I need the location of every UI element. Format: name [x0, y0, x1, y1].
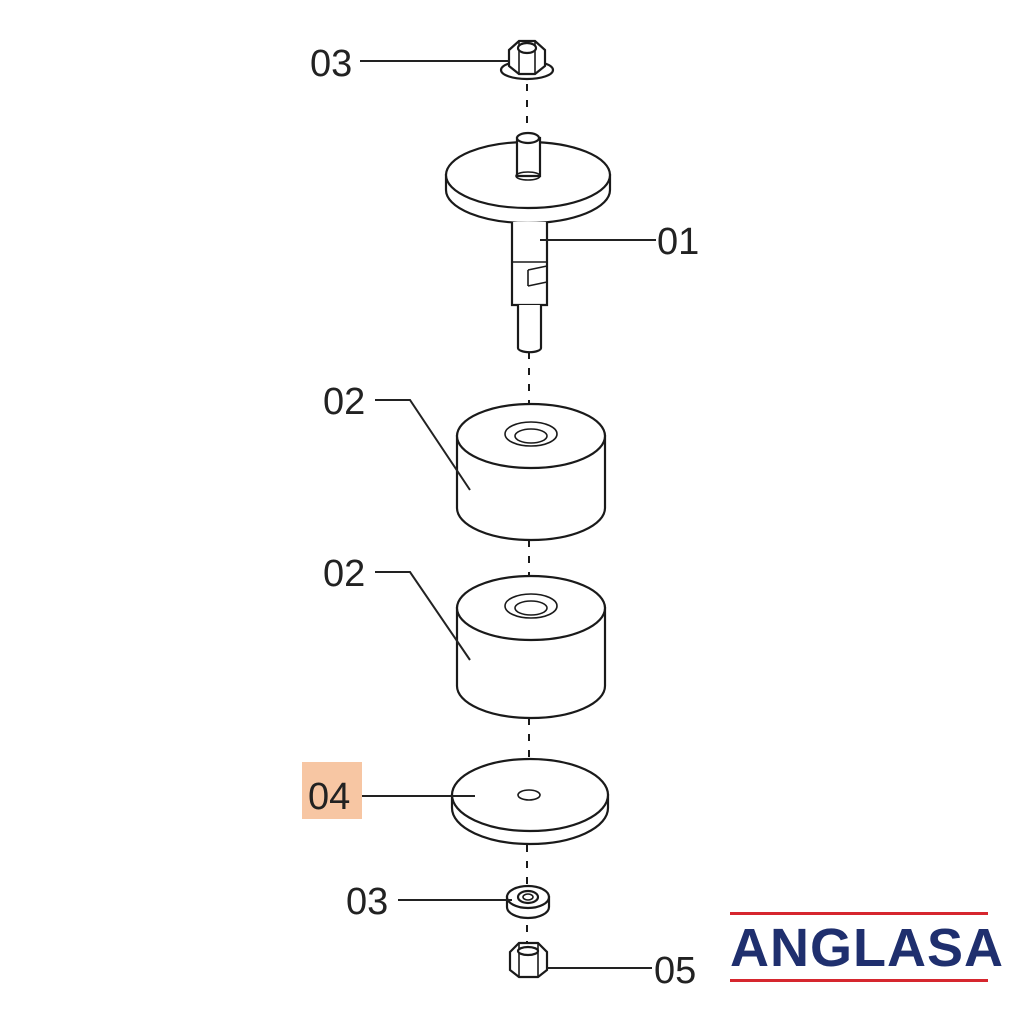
hex-nut [508, 941, 549, 979]
shaft-with-disc [444, 131, 612, 354]
flange-nut-top [499, 39, 555, 81]
brand-logo: ANGLASA [730, 912, 1004, 984]
label-hex-nut: 05 [654, 950, 696, 992]
label-bushing-upper: 02 [323, 381, 365, 423]
label-nut-top: 03 [310, 43, 352, 85]
flat-washer [450, 757, 610, 846]
label-bushing-lower: 02 [323, 553, 365, 595]
label-washer: 04 [308, 776, 350, 818]
brand-name: ANGLASA [730, 918, 1004, 978]
label-highlight-box [302, 762, 362, 819]
brand-rule-top [730, 912, 988, 915]
label-nut-bottom: 03 [346, 881, 388, 923]
flange-nut-bottom [505, 884, 551, 920]
leader-lines [360, 60, 656, 969]
rubber-bushing-lower [455, 574, 607, 720]
label-shaft: 01 [657, 221, 699, 263]
rubber-bushing-upper [455, 402, 607, 542]
brand-rule-bottom [730, 979, 988, 982]
